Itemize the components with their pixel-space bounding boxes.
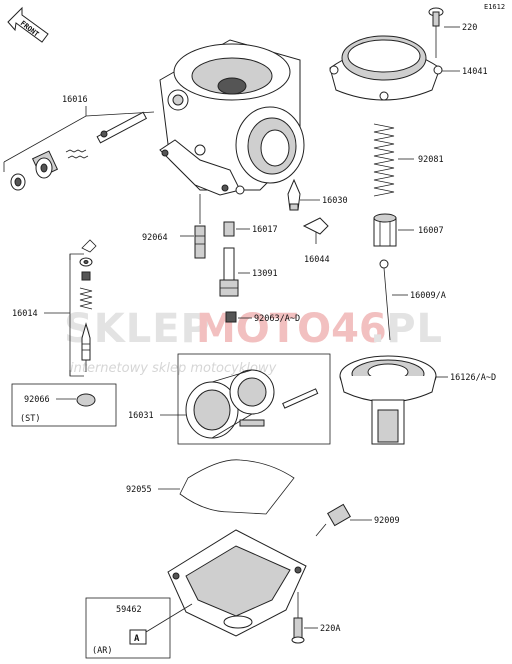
figure-code: E1612 bbox=[484, 3, 505, 11]
callout-16030: 16030 bbox=[322, 196, 348, 206]
callout-16126: 16126/A~D bbox=[450, 373, 496, 383]
callout-92066: 92066 bbox=[24, 395, 50, 405]
callout-220: 220 bbox=[462, 23, 477, 33]
part-92081-spring bbox=[373, 123, 395, 197]
part-92009-screw bbox=[315, 503, 351, 537]
part-float-bowl bbox=[167, 529, 307, 637]
part-59462-box bbox=[85, 597, 193, 659]
callout-16044: 16044 bbox=[304, 255, 330, 265]
watermark-brand-2: MOTO46 bbox=[196, 306, 387, 352]
part-220A-screw bbox=[291, 592, 305, 644]
part-16017-jet bbox=[223, 221, 235, 237]
callout-92066-note: (ST) bbox=[20, 414, 40, 424]
callout-220A: 220A bbox=[320, 624, 340, 634]
part-16014-set bbox=[69, 239, 97, 377]
part-16044-pin bbox=[302, 217, 329, 244]
part-220-screw bbox=[428, 7, 444, 58]
callout-16031: 16031 bbox=[128, 411, 154, 421]
callout-92009: 92009 bbox=[374, 516, 400, 526]
part-16007-holder bbox=[373, 213, 397, 247]
callout-13091: 13091 bbox=[252, 269, 278, 279]
callout-92055: 92055 bbox=[126, 485, 152, 495]
warning-tag: A bbox=[134, 634, 140, 644]
callout-14041: 14041 bbox=[462, 67, 488, 77]
callout-16014: 16014 bbox=[12, 309, 38, 319]
callout-92064: 92064 bbox=[142, 233, 168, 243]
part-16016-set bbox=[10, 111, 148, 191]
callout-16016: 16016 bbox=[62, 95, 88, 105]
part-92064-screw bbox=[194, 194, 206, 259]
callout-59462: 59462 bbox=[116, 605, 142, 615]
part-92066-box bbox=[11, 383, 117, 427]
callout-16017: 16017 bbox=[252, 225, 278, 235]
part-16009-needle bbox=[379, 259, 391, 341]
callout-16009: 16009/A bbox=[410, 291, 446, 301]
callout-59462-note: (AR) bbox=[92, 646, 112, 656]
front-arrow-icon: FRONT bbox=[7, 6, 49, 43]
callout-92081: 92081 bbox=[418, 155, 444, 165]
part-14041-cover bbox=[329, 35, 443, 101]
part-16126-diaphragm bbox=[339, 355, 437, 445]
part-92055-gasket bbox=[179, 459, 295, 515]
carburetor-body bbox=[159, 39, 305, 196]
callout-92063: 92063/A~D bbox=[254, 314, 300, 324]
part-13091-tube bbox=[219, 247, 239, 297]
part-92063-jet bbox=[225, 311, 237, 323]
part-16031-box bbox=[177, 353, 331, 445]
watermark-tagline: internetowy sklep motocyklowy bbox=[70, 361, 277, 376]
part-16030-float-valve bbox=[287, 178, 301, 211]
callout-16007: 16007 bbox=[418, 226, 444, 236]
watermark-brand-3: .PL bbox=[370, 306, 443, 352]
